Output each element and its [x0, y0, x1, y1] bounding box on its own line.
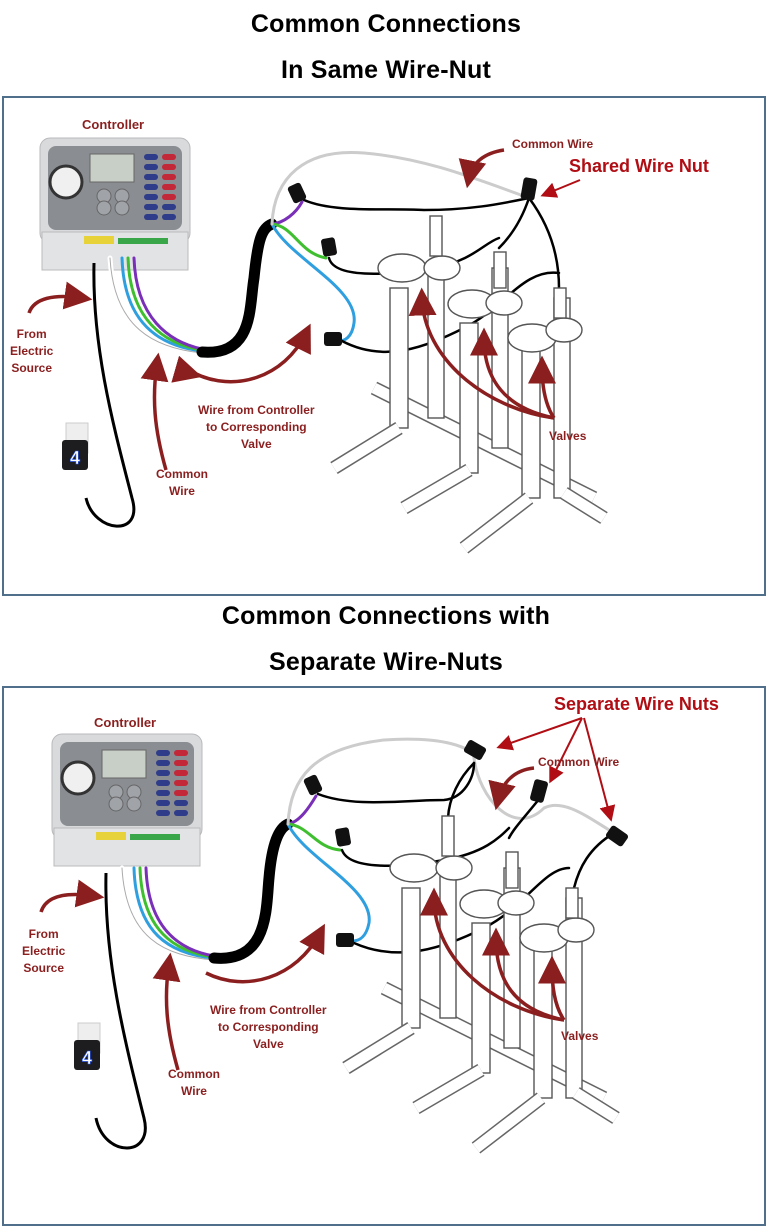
- transformer-number: 4: [82, 1048, 92, 1068]
- diagram-2-title-line-2: Separate Wire-Nuts: [269, 648, 503, 676]
- separate-wire-nut-icon: [463, 740, 487, 760]
- electric-source-arrow-icon: [27, 281, 93, 314]
- valve-arrow-icon: [528, 355, 557, 419]
- controller-lcd-screen: [89, 153, 135, 183]
- controller-dial-icon: [48, 164, 84, 200]
- diagram-1-title-line-1: Common Connections: [250, 10, 522, 38]
- wire-nut-icon: [321, 237, 337, 257]
- controller-valve-arrow-icon: [193, 323, 311, 384]
- controller-lcd-screen: [101, 749, 147, 779]
- electric-source-arrow-icon: [39, 879, 105, 913]
- common-wire-arrow-icon: [458, 148, 505, 189]
- common-wire-bottom-arrow-icon: [140, 352, 169, 471]
- annotation-arrows: [27, 148, 557, 471]
- separate-wire-nut-arrows: [496, 717, 616, 822]
- diagram-1-title-line-2: In Same Wire-Nut: [281, 56, 491, 84]
- controller-unit: [51, 733, 203, 867]
- wire-nut-icon: [336, 933, 354, 947]
- outlet-with-transformer: 4: [74, 1022, 101, 1070]
- valve-arrow-icon: [538, 955, 567, 1021]
- common-wire-arrow-icon: [488, 766, 535, 811]
- valve-arrow-icon: [408, 287, 555, 420]
- separate-wire-nut-icon: [530, 779, 548, 803]
- from-electric-source-label: From Electric Source: [22, 927, 66, 975]
- diagram-2-title-line-1: Common Connections with: [221, 602, 551, 630]
- valves-label: Valves: [549, 429, 587, 443]
- separate-wire-nut-arrow-icon: [549, 717, 583, 784]
- wire-from-controller-label: Wire from Controller to Corresponding Va…: [210, 1003, 327, 1051]
- valve-arrow-icon: [482, 927, 565, 1022]
- power-cord: [84, 262, 136, 528]
- controller-valve-arrow-icon: [205, 923, 325, 984]
- separate-wire-nut-arrow-icon: [496, 717, 583, 751]
- shared-wire-nut-arrow-icon: [540, 179, 581, 198]
- valve-arrow-icon: [470, 327, 555, 420]
- common-wire-bottom-label: Common Wire: [156, 467, 208, 498]
- wire-nut-icon: [324, 332, 342, 346]
- wire-nut-icon: [303, 774, 323, 796]
- separate-wire-nuts-label: Separate Wire Nuts: [554, 694, 719, 714]
- power-cord: [94, 872, 147, 1150]
- diagram-1-panel: 4: [2, 96, 766, 596]
- wire-nut-icon: [287, 182, 307, 204]
- wire-from-controller-label: Wire from Controller to Corresponding Va…: [198, 403, 315, 451]
- wire-nuts: [303, 740, 629, 947]
- common-wire-bottom-arrow-icon: [152, 952, 181, 1071]
- common-wire-label: Common Wire: [512, 137, 594, 151]
- controller-dial-icon: [60, 760, 96, 796]
- from-electric-source-label: From Electric Source: [10, 327, 54, 375]
- diagram-2-illustration: 4: [39, 717, 629, 1154]
- valves-label: Valves: [561, 1029, 599, 1043]
- controller-wire-bundle: [119, 818, 294, 964]
- common-wire-bottom-label: Common Wire: [168, 1067, 220, 1098]
- controller-label: Controller: [94, 715, 157, 730]
- outlet-with-transformer: 4: [62, 422, 89, 470]
- valve-manifold: [330, 215, 608, 554]
- wire-nut-icon: [335, 827, 351, 847]
- valve-wires: [270, 150, 561, 354]
- separate-wire-nut-icon: [605, 825, 629, 847]
- wire-nuts: [287, 177, 538, 346]
- diagram-1-illustration: 4: [27, 137, 608, 554]
- valve-arrow-icon: [420, 887, 565, 1022]
- controller-label: Controller: [82, 117, 145, 132]
- annotation-arrows: [39, 766, 567, 1071]
- controller-wire-bundle: [107, 218, 278, 358]
- diagram-2-panel: 4: [2, 686, 766, 1226]
- common-wire-label: Common Wire: [538, 755, 620, 769]
- controller-unit: [39, 137, 191, 271]
- transformer-number: 4: [70, 448, 80, 468]
- shared-wire-nut-label: Shared Wire Nut: [569, 156, 709, 176]
- shared-wire-nut-icon: [520, 177, 538, 201]
- separate-wire-nut-arrow-icon: [583, 717, 616, 822]
